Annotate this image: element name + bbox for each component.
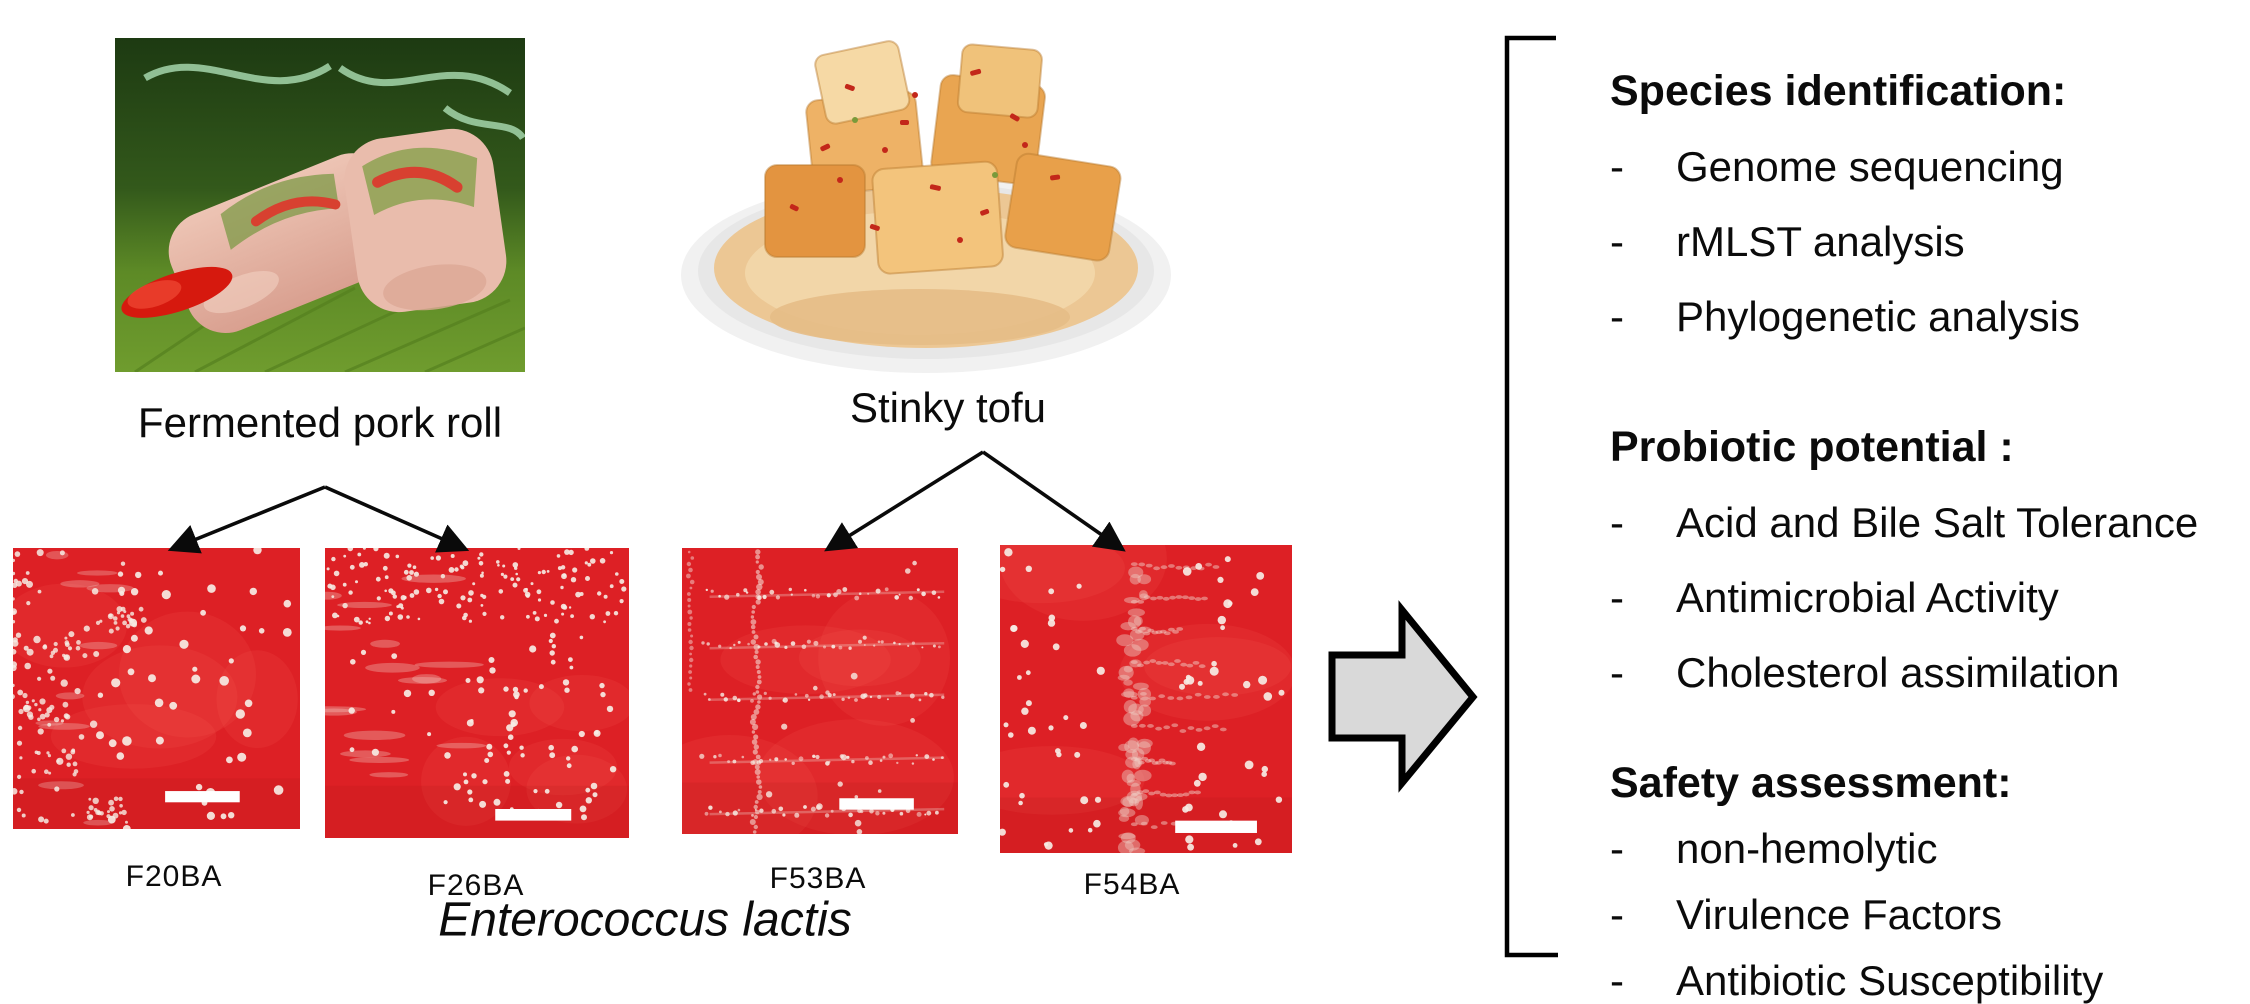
bullet-dash: -	[1610, 649, 1624, 696]
bullet-dash: -	[1610, 499, 1624, 546]
list-item: - non-hemolytic	[1598, 816, 2250, 882]
item-text: Antibiotic Susceptibility	[1676, 957, 2104, 1004]
bracket	[1504, 35, 1558, 958]
list-item: - Genome sequencing	[1598, 129, 2250, 204]
list-item: - Acid and Bile Salt Tolerance	[1598, 485, 2250, 560]
fermented-pork-roll-photo	[115, 38, 525, 372]
plate-label-F20BA: F20BA	[125, 860, 223, 893]
stinky-tofu-photo	[670, 25, 1185, 378]
bullet-dash: -	[1610, 574, 1624, 621]
arrow-pork-to-F26BA	[324, 485, 470, 553]
item-text: Acid and Bile Salt Tolerance	[1676, 499, 2199, 546]
item-text: Genome sequencing	[1676, 143, 2064, 190]
flow-block-arrow-icon	[1328, 600, 1478, 793]
bullet-dash: -	[1610, 891, 1624, 938]
agar-plate-F26BA	[294, 545, 635, 843]
stinky-tofu-illustration	[670, 25, 1185, 378]
panel-probiotic-potential: Probiotic potential : - Acid and Bile Sal…	[1598, 410, 2250, 710]
item-text: Phylogenetic analysis	[1676, 293, 2080, 340]
arrow-pork-to-F20BA	[167, 485, 326, 554]
fork-arrows	[167, 450, 1126, 554]
agar-plate-F53BA	[641, 548, 958, 858]
item-text: Virulence Factors	[1676, 891, 2003, 938]
panel-species-identification: Species identification: - Genome sequenci…	[1598, 54, 2250, 354]
arrow-tofu-to-F53BA	[824, 450, 984, 552]
bullet-dash: -	[1610, 143, 1624, 190]
item-text: rMLST analysis	[1676, 218, 1965, 265]
panel-items: - Acid and Bile Salt Tolerance - Antimicro…	[1598, 485, 2250, 710]
panel-title: Species identification:	[1610, 67, 2067, 115]
agar-plate-F20BA	[1, 545, 300, 834]
plate-label-F26BA: F26BA	[427, 869, 525, 902]
species-name: Enterococcus lactis	[438, 893, 852, 947]
item-text: Antimicrobial Activity	[1676, 574, 2059, 621]
item-text: Cholesterol assimilation	[1676, 649, 2120, 696]
item-text: non-hemolytic	[1676, 825, 1938, 872]
list-item: - Cholesterol assimilation	[1598, 635, 2250, 710]
panel-items: - non-hemolytic - Virulence Factors - Antib…	[1598, 816, 2250, 1004]
list-item: - Antimicrobial Activity	[1598, 560, 2250, 635]
bullet-dash: -	[1610, 957, 1624, 1004]
pork-roll-illustration	[115, 38, 525, 372]
bullet-dash: -	[1610, 825, 1624, 872]
list-item: - Antibiotic Susceptibility	[1598, 948, 2250, 1004]
list-item: - rMLST analysis	[1598, 204, 2250, 279]
bullet-dash: -	[1610, 218, 1624, 265]
panel-safety-assessment: Safety assessment: - non-hemolytic - Virul…	[1598, 750, 2250, 1004]
arrow-tofu-to-F54BA	[981, 450, 1126, 552]
agar-plate-F54BA	[958, 495, 1296, 858]
bullet-dash: -	[1610, 293, 1624, 340]
plate-label-F53BA: F53BA	[769, 862, 867, 895]
fermented-pork-roll-label: Fermented pork roll	[137, 399, 503, 446]
panel-title: Safety assessment:	[1610, 759, 2012, 807]
panel-title: Probiotic potential :	[1610, 423, 2014, 471]
list-item: - Phylogenetic analysis	[1598, 279, 2250, 354]
stinky-tofu-label: Stinky tofu	[849, 384, 1047, 431]
list-item: - Virulence Factors	[1598, 882, 2250, 948]
panel-items: - Genome sequencing - rMLST analysis - Phyl…	[1598, 129, 2250, 354]
plate-label-F54BA: F54BA	[1083, 868, 1181, 901]
